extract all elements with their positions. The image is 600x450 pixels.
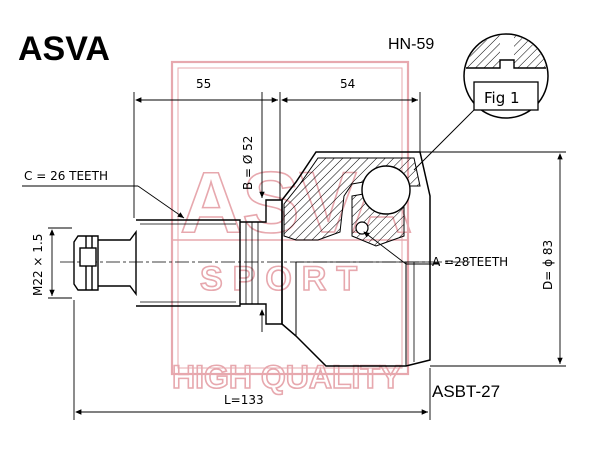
dim-54: 54	[340, 77, 355, 91]
dim-total-length: L=133	[224, 393, 264, 407]
stub-shaft	[73, 199, 283, 325]
fig1-detail: Fig 1	[413, 33, 549, 171]
dim-a-teeth: A =28TEETH	[432, 255, 508, 269]
dimension-lines	[22, 92, 566, 420]
dim-thread: M22 × 1.5	[31, 234, 45, 296]
watermark-sport: SPORT	[200, 260, 367, 298]
fig1-label: Fig 1	[484, 89, 520, 107]
dim-d-diameter: D= ϕ 83	[541, 240, 555, 290]
watermark-tagline: HIGH QUALITY	[172, 359, 401, 395]
reference-code: ASBT-27	[432, 382, 501, 401]
dim-c-teeth: C = 26 TEETH	[24, 169, 108, 183]
dim-b-diameter: B = Ø 52	[241, 136, 255, 190]
brand-logo: ASVA	[18, 30, 110, 68]
part-number: HN-59	[388, 36, 435, 53]
dim-55: 55	[196, 77, 211, 91]
